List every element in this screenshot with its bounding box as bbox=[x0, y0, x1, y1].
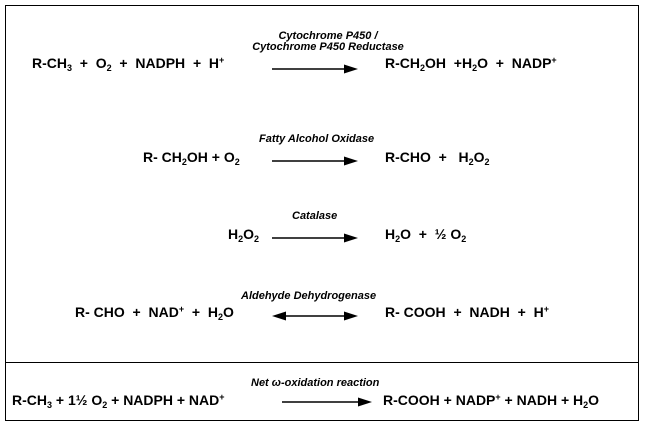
r4-products: R- COOH + NADH + H+ bbox=[385, 304, 549, 320]
superscript: + bbox=[219, 392, 225, 402]
formula-text: O + NADP bbox=[477, 55, 552, 71]
net-reaction-label: Net ω-oxidation reaction bbox=[251, 377, 380, 389]
formula-text: R- CH bbox=[143, 149, 182, 165]
formula-text: H bbox=[228, 226, 239, 242]
subscript: 2 bbox=[102, 400, 108, 410]
subscript: 2 bbox=[468, 157, 474, 167]
net-forward-arrow bbox=[282, 397, 372, 407]
subscript: 2 bbox=[583, 400, 589, 410]
subscript: 2 bbox=[420, 63, 426, 73]
subscript: 2 bbox=[106, 63, 112, 73]
r2-reactants: R- CH2OH + O2 bbox=[143, 149, 240, 167]
r2-forward-arrow bbox=[272, 156, 358, 166]
superscript: + bbox=[495, 392, 501, 402]
subscript: 3 bbox=[67, 63, 73, 73]
r1-enzyme-label-line2: Cytochrome P450 Reductase bbox=[252, 41, 404, 53]
net-divider-line bbox=[5, 362, 639, 363]
r1-enzyme-label-line1: Cytochrome P450 / bbox=[278, 30, 378, 42]
formula-text: O bbox=[473, 149, 485, 165]
r4-enzyme-label: Aldehyde Dehydrogenase bbox=[241, 290, 377, 302]
r3-enzyme-label: Catalase bbox=[292, 210, 338, 222]
r3-products: H2O + ½ O2 bbox=[385, 226, 467, 244]
r2-enzyme-label: Fatty Alcohol Oxidase bbox=[259, 133, 375, 145]
formula-text: R-CH bbox=[385, 55, 420, 71]
formula-text: R- CHO + NAD bbox=[75, 304, 179, 320]
diagram-frame bbox=[5, 5, 639, 421]
formula-text: + NADH + H bbox=[500, 392, 584, 408]
subscript: 2 bbox=[238, 234, 244, 244]
formula-text: OH +H bbox=[425, 55, 473, 71]
r1-reactants: R-CH3 + O2 + NADPH + H+ bbox=[32, 55, 225, 73]
net-products: R-COOH + NADP+ + NADH + H2O bbox=[383, 392, 600, 410]
formula-text: + 1½ O bbox=[52, 392, 103, 408]
r3-reactants: H2O2 bbox=[228, 226, 260, 244]
formula-text: R-CH bbox=[32, 55, 67, 71]
r2-products: R-CHO + H2O2 bbox=[385, 149, 490, 167]
subscript: 2 bbox=[472, 63, 478, 73]
formula-text: R- COOH + NADH + H bbox=[385, 304, 544, 320]
formula-text: H bbox=[385, 226, 396, 242]
r3-forward-arrow bbox=[272, 233, 358, 243]
formula-text: O bbox=[243, 226, 255, 242]
formula-text: R-COOH + NADP bbox=[383, 392, 496, 408]
formula-text: + NADPH + NAD bbox=[107, 392, 220, 408]
superscript: + bbox=[543, 304, 549, 314]
subscript: 2 bbox=[181, 157, 187, 167]
formula-text: O + ½ O bbox=[400, 226, 462, 242]
formula-text: O bbox=[222, 304, 234, 320]
superscript: + bbox=[219, 55, 225, 65]
r1-forward-arrow bbox=[272, 64, 358, 74]
formula-text: O bbox=[588, 392, 600, 408]
r4-reversible-arrow bbox=[272, 311, 358, 321]
subscript: 2 bbox=[254, 234, 260, 244]
subscript: 2 bbox=[217, 312, 223, 322]
subscript: 2 bbox=[395, 234, 401, 244]
formula-text: + H bbox=[184, 304, 218, 320]
formula-text: + NADPH + H bbox=[111, 55, 220, 71]
formula-text: R-CH bbox=[12, 392, 47, 408]
subscript: 3 bbox=[47, 400, 53, 410]
formula-text: OH + O bbox=[186, 149, 235, 165]
r4-reactants: R- CHO + NAD+ + H2O bbox=[75, 304, 234, 322]
subscript: 2 bbox=[234, 157, 240, 167]
r1-products: R-CH2OH +H2O + NADP+ bbox=[385, 55, 557, 73]
net-reactants: R-CH3 + 1½ O2 + NADPH + NAD+ bbox=[12, 392, 225, 410]
formula-text: + O bbox=[72, 55, 107, 71]
superscript: + bbox=[551, 55, 557, 65]
subscript: 2 bbox=[461, 234, 467, 244]
superscript: + bbox=[178, 304, 185, 314]
subscript: 2 bbox=[484, 157, 490, 167]
formula-text: R-CHO + H bbox=[385, 149, 469, 165]
